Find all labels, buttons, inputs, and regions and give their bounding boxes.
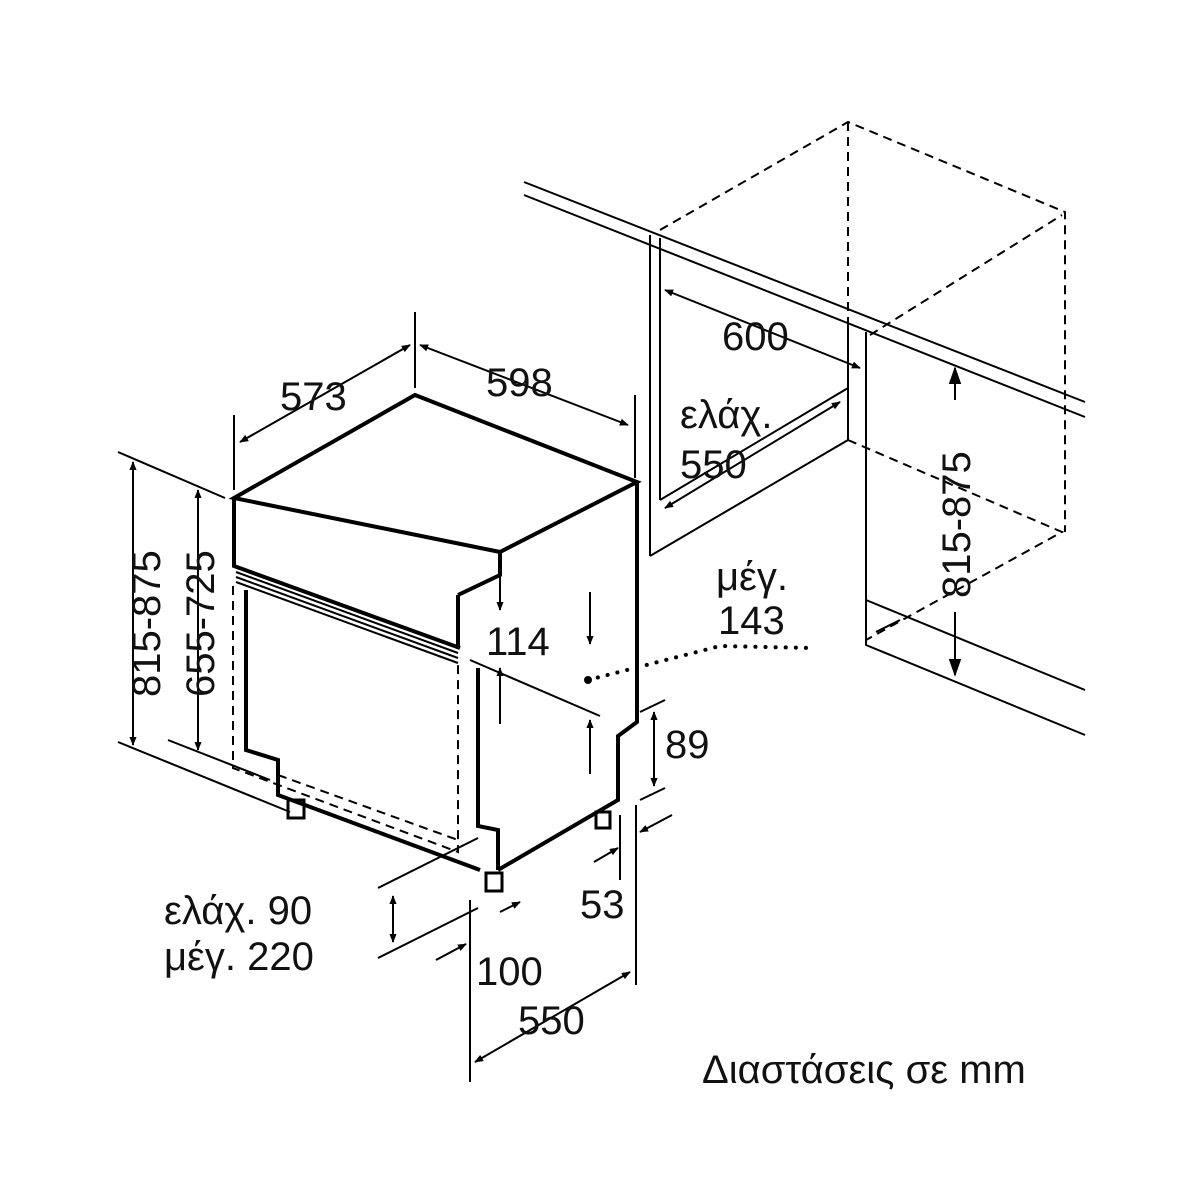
caption-dimensions-in-mm: Διαστάσεις σε mm (702, 1048, 1026, 1092)
label-655-725: 655-725 (179, 550, 223, 697)
label-53: 53 (580, 883, 625, 927)
label-feet-min: ελάχ. 90 (164, 889, 312, 933)
right-cabinet (865, 332, 1086, 736)
worktop-edge-lower (523, 194, 1086, 418)
niche-dashed-top-right (869, 214, 1063, 336)
niche-dashed-top (659, 120, 1066, 532)
label-114: 114 (486, 620, 550, 664)
label-min-550: 550 (680, 443, 747, 487)
panel-edge-1 (235, 571, 459, 654)
panel-side (457, 552, 502, 597)
panel-edge-2 (235, 576, 459, 659)
niche-dashed-bottom (847, 439, 1065, 641)
kitchen-niche (523, 120, 1086, 736)
door-dashed-outline (232, 586, 459, 854)
label-89: 89 (665, 723, 710, 767)
dishwasher (228, 392, 642, 893)
label-600: 600 (722, 315, 789, 359)
dotted-leader-143 (586, 643, 814, 682)
body-front-edge (476, 668, 500, 870)
body-front (244, 590, 481, 872)
label-815-875-left: 815-875 (125, 550, 169, 697)
label-max-143: 143 (718, 599, 785, 643)
label-feet-max: μέγ. 220 (164, 935, 314, 979)
right-cabinet-toe (875, 619, 901, 633)
foot-front-left (286, 798, 306, 820)
label-100: 100 (476, 950, 543, 994)
label-max-line1: μέγ. (716, 555, 788, 599)
label-min-line1: ελάχ. (680, 393, 772, 437)
foot-rear-right (594, 810, 612, 830)
right-cabinet-plinth (865, 599, 1086, 691)
label-573: 573 (280, 375, 347, 419)
door-dashed-inner (277, 774, 459, 841)
worktop-edge-upper (523, 181, 1086, 403)
label-550-bottom: 550 (518, 999, 585, 1043)
panel-edge-3 (235, 581, 459, 664)
foot-front-right (484, 871, 504, 893)
label-815-875-right: 815-875 (935, 451, 979, 598)
body-side (496, 482, 639, 872)
dimension-lines (117, 289, 962, 1082)
label-598: 598 (486, 361, 553, 405)
dimension-labels: 573 598 600 ελάχ. 550 815-875 655-725 11… (125, 315, 1026, 1092)
panel-front (232, 498, 461, 650)
